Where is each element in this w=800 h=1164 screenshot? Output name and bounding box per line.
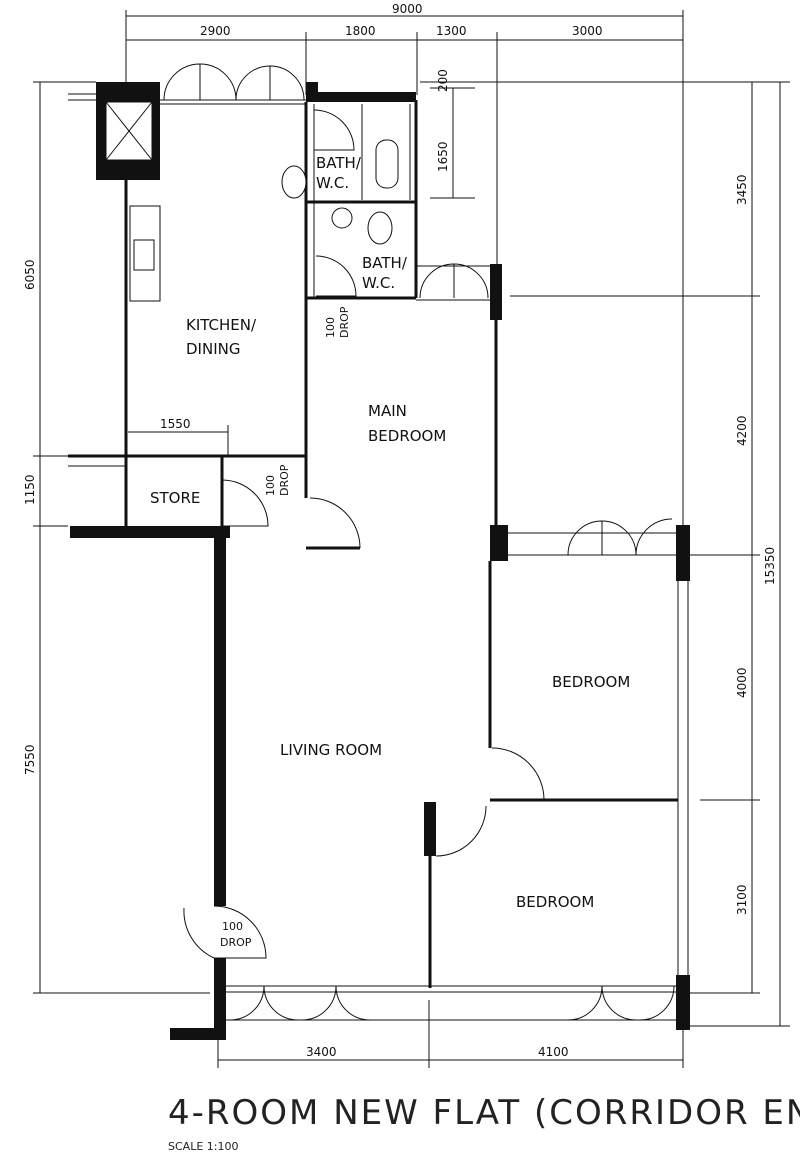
dim-top-total: 9000 xyxy=(392,2,423,16)
dim-bottom-2: 4100 xyxy=(538,1045,569,1059)
dim-right-1: 3450 xyxy=(735,174,749,205)
dim-top-2: 1800 xyxy=(345,24,376,38)
dim-left-3: 7550 xyxy=(23,744,37,775)
dim-bath-height: 1650 xyxy=(436,141,450,172)
dim-bath-offset: 200 xyxy=(436,69,450,92)
dim-bottom-1: 3400 xyxy=(306,1045,337,1059)
room-store: STORE xyxy=(150,489,200,507)
entry-drop-value: 100 xyxy=(222,920,243,933)
room-bath-wc-2-line1: BATH/ xyxy=(362,254,408,272)
window-leaves xyxy=(163,63,675,1021)
room-bath-wc-1-line2: W.C. xyxy=(316,174,349,192)
dim-right-2: 4200 xyxy=(735,415,749,446)
dim-right-3: 4000 xyxy=(735,667,749,698)
room-main-bedroom-line1: MAIN xyxy=(368,402,407,420)
plan-title: 4-ROOM NEW FLAT (CORRIDOR END) xyxy=(168,1093,800,1133)
room-bath-wc-1-line1: BATH/ xyxy=(316,154,362,172)
store-drop-label: DROP xyxy=(278,464,291,496)
dim-right-total: 15350 xyxy=(763,547,777,585)
dimension-lines xyxy=(33,10,790,1068)
room-kitchen-line1: KITCHEN/ xyxy=(186,316,257,334)
room-bedroom-2: BEDROOM xyxy=(516,893,594,911)
dim-right-4: 3100 xyxy=(735,884,749,915)
room-kitchen-line2: DINING xyxy=(186,340,240,358)
entry-drop-label: DROP xyxy=(220,936,252,949)
plan-scale: SCALE 1:100 xyxy=(168,1140,238,1153)
dim-top-3: 1300 xyxy=(436,24,467,38)
room-bedroom-1: BEDROOM xyxy=(552,673,630,691)
dim-left-2: 1150 xyxy=(23,474,37,505)
room-bath-wc-2-line2: W.C. xyxy=(362,274,395,292)
bath-drop-label: DROP xyxy=(338,306,351,338)
store-drop-value: 100 xyxy=(264,475,277,496)
dim-kitchen-width: 1550 xyxy=(160,417,191,431)
dim-left-1: 6050 xyxy=(23,259,37,290)
room-main-bedroom-line2: BEDROOM xyxy=(368,427,446,445)
bath-drop-value: 100 xyxy=(324,317,337,338)
dim-top-4: 3000 xyxy=(572,24,603,38)
walls xyxy=(68,82,690,1040)
dim-top-1: 2900 xyxy=(200,24,231,38)
room-living-room: LIVING ROOM xyxy=(280,741,382,759)
